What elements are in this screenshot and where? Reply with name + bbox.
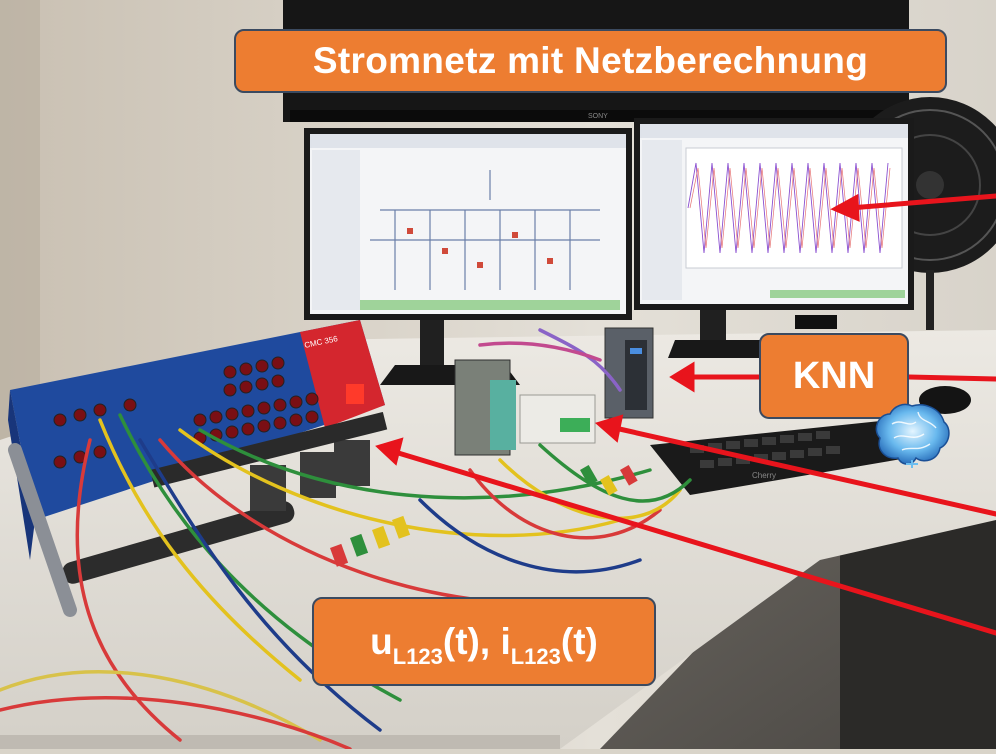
signal-i-arg: (t) [560,620,598,662]
cmc-power-switch [346,384,364,404]
arrow-to-junction [612,425,996,517]
tv-brand: SONY [588,113,608,120]
plc-module [490,380,516,450]
arrow-knn-right [906,374,996,382]
brain-icon [875,403,950,468]
monitor-left-screen [310,134,626,314]
network-diagram [370,170,600,290]
signal-u-base: u [370,620,393,662]
monitor-left-toolbar [310,134,626,148]
monitor-right-foot [668,340,770,358]
title-text: Stromnetz mit Netzberechnung [312,40,869,81]
cmc-stand-leg [8,443,77,617]
cable-plugs [330,465,638,567]
monitor-right-sidebar [642,140,682,300]
monitor-right-toolbar [640,124,908,138]
signal-label: uL123(t), iL123(t) [312,597,656,686]
title-label: Stromnetz mit Netzberechnung [234,29,947,93]
fan-hub [916,171,944,199]
small-box [795,315,837,329]
wall-corner-shadow [0,0,40,450]
desk-front-edge [0,735,560,749]
cmc-handle-bar [62,501,295,584]
keyboard [650,420,925,495]
signal-u-sub: L123 [392,643,443,669]
cmc-sockets [53,356,319,469]
signal-i-base: i [500,620,511,662]
knn-device-led [630,348,642,354]
junction-box-terminals [560,418,590,432]
cables [0,328,692,751]
network-nodes [407,228,553,268]
monitor-left-statusbar [360,300,620,310]
monitor-left-stand [420,320,444,365]
clamp-3 [334,440,370,486]
signal-text: uL123(t), iL123(t) [370,620,598,669]
monitor-left-sidebar [312,150,360,310]
knn-text: KNN [792,354,876,397]
arrow-to-waveform [847,193,996,211]
knn-device-panel [625,340,647,410]
knn-label: KNN [759,333,909,419]
monitor-right-statusbar [770,290,905,298]
clamp-bar [150,411,388,488]
waveform-signal-2 [689,167,891,249]
keyboard-brand: Cherry [752,471,776,480]
arrow-to-cmc [392,449,996,636]
annotation-arrows [375,193,996,636]
signal-i-sub: L123 [510,643,561,669]
signal-u-arg: (t), [442,620,501,662]
